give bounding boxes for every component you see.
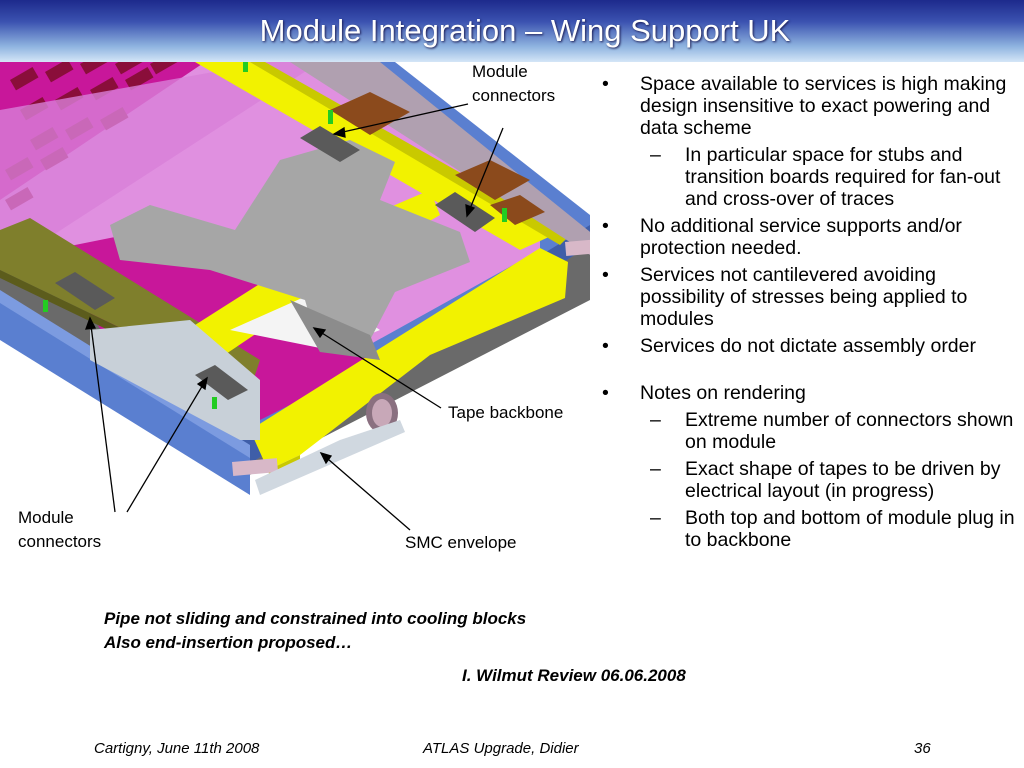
pipe-end-right [564,238,590,256]
pipe-note: Pipe not sliding and constrained into co… [104,609,527,652]
bullet-item: • Space available to services is high ma… [602,73,1007,139]
footer-center: ATLAS Upgrade, Didier [423,740,579,757]
bullet-item: • Services do not dictate assembly order [602,335,976,357]
bullet-item: • No additional service supports and/or … [602,215,962,259]
callout-module-connectors-top: Module connectors [472,62,556,105]
bullet-marker: • [602,335,609,357]
bullet-marker: • [602,215,609,237]
sub-bullet-marker: – [650,144,661,166]
sub-bullet-marker: – [650,409,661,431]
callout-module-connectors-left: Module connectors [18,508,102,551]
cad-rendering [0,62,590,602]
yellow-support-right [250,248,568,470]
callout-smc-envelope: SMC envelope [405,533,517,552]
bullet-list: • Space available to services is high ma… [598,73,1018,556]
review-note: I. Wilmut Review 06.06.2008 [462,666,686,685]
bullet-item: • Notes on rendering [602,382,806,404]
sub-bullet-item: – Both top and bottom of module plug in … [650,507,1015,551]
slide-title: Module Integration – Wing Support UK [259,13,791,48]
green-pins [43,62,507,409]
bullet-marker: • [602,382,609,404]
footer-left: Cartigny, June 11th 2008 [94,740,260,757]
sub-bullet-marker: – [650,458,661,480]
pipe-end-left [231,458,279,476]
bullet-marker: • [602,264,609,286]
sub-bullet-item: – Extreme number of connectors shown on … [650,409,1014,453]
bullet-item: • Services not cantilevered avoiding pos… [602,264,968,330]
callout-tape-backbone: Tape backbone [448,403,564,422]
brown-connectors [330,92,545,225]
sub-bullet-item: – In particular space for stubs and tran… [650,144,1001,210]
sub-bullet-item: – Exact shape of tapes to be driven by e… [650,458,1001,502]
connector-blocks [55,126,495,400]
title-bar: Module Integration – Wing Support UK [0,0,1024,62]
slide-number: 36 [914,740,931,757]
sub-bullet-marker: – [650,507,661,529]
blue-frame-left [0,300,250,495]
tape-backbone [110,140,470,352]
bullet-marker: • [602,73,609,95]
